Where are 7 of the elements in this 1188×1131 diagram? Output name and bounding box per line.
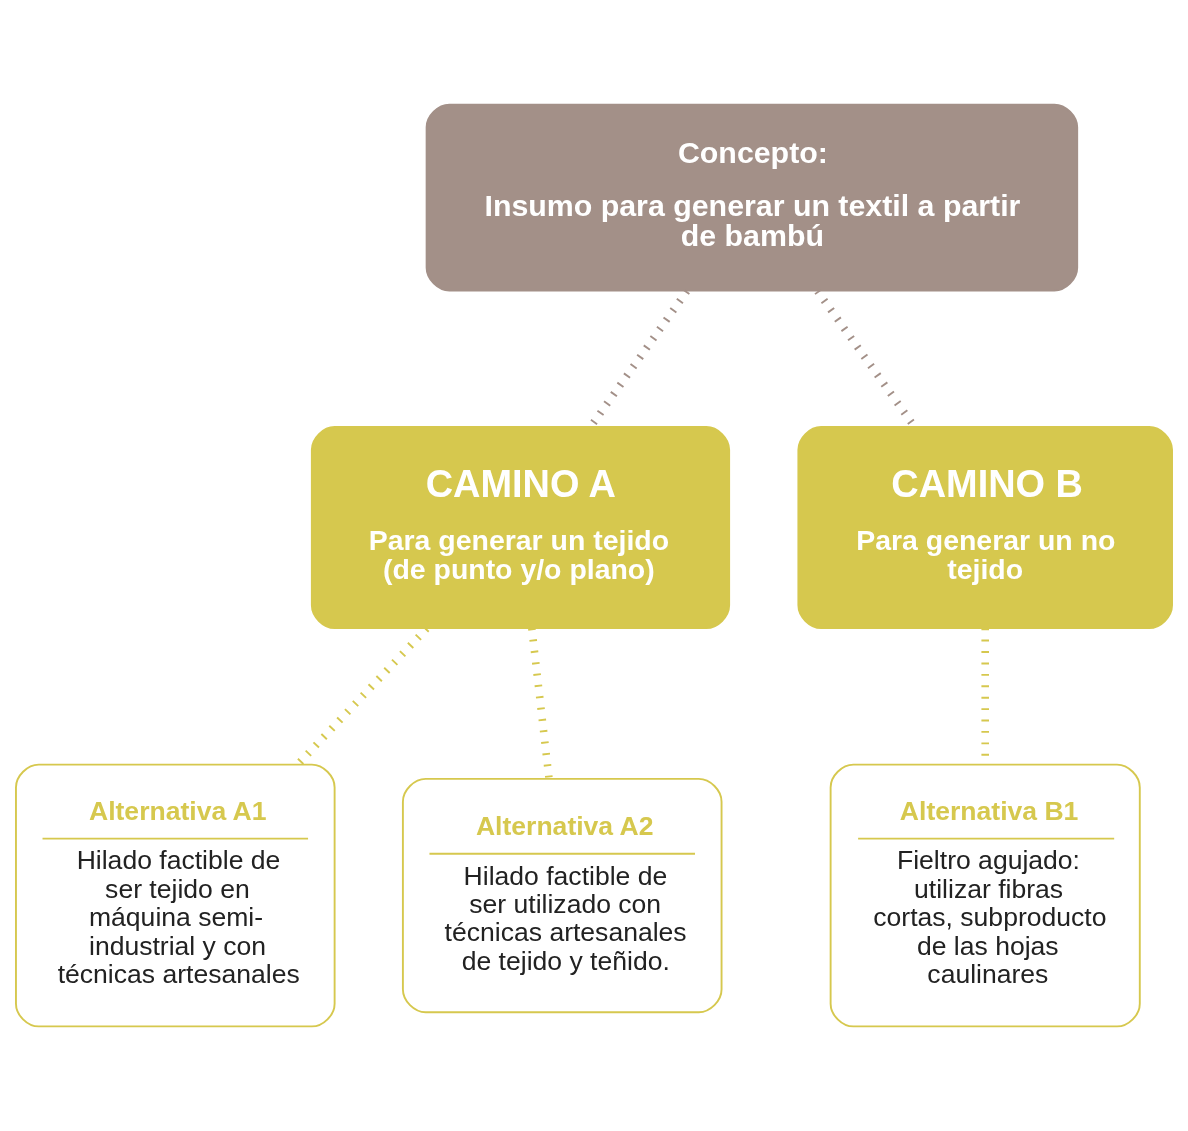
node-box: CAMINO A Para generar un tejido (de punto y/o plano): [310, 426, 731, 630]
node-box: Alternativa A2 Hilado factible de ser utilizado con técnicas artesanales de tejido y teñido.: [401, 777, 723, 1014]
node-box: Alternativa B1 Fieltro agujado: utilizar fibras cortas, subproducto de las hojas caulinares: [829, 763, 1141, 1028]
node-box: CAMINO B Para generar un no tejido: [797, 426, 1173, 630]
node-box: Concepto: Insumo para generar un textil a partir de bambú: [425, 103, 1079, 292]
node-box: Alternativa A1 Hilado factible de ser tejido en máquina semi-industrial y con técnicas artesanales: [15, 763, 336, 1028]
connector: [528, 628, 553, 779]
